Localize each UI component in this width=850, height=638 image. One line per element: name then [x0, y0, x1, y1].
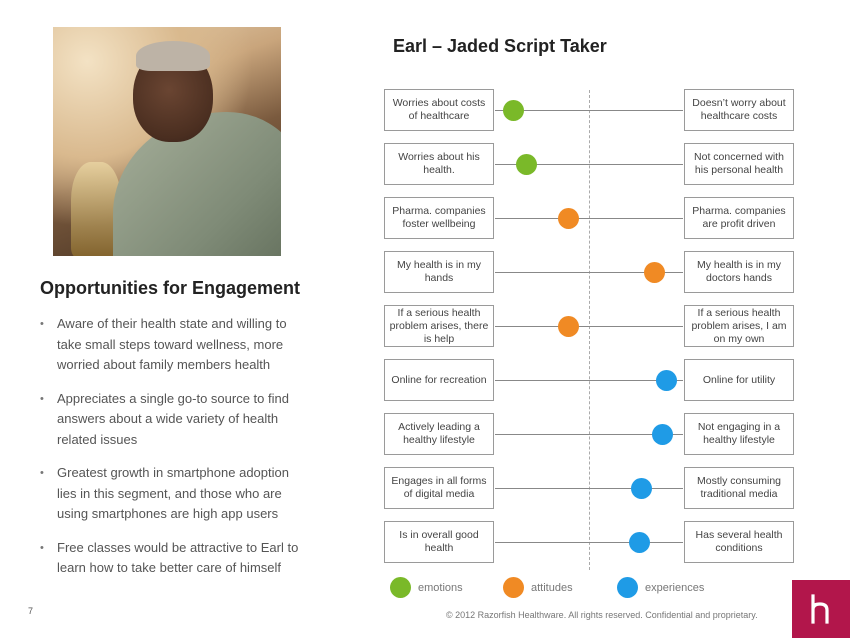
spectrum-right-label: Pharma. companies are profit driven [684, 197, 794, 239]
bullet-item: •Appreciates a single go-to source to fi… [40, 390, 289, 447]
spectrum-row: If a serious health problem arises, ther… [384, 305, 794, 349]
spectrum-right-label: Has several health conditions [684, 521, 794, 563]
legend-item-experiences: experiences [617, 577, 704, 598]
spectrum-row: Is in overall good health Has several hea… [384, 521, 794, 565]
page-number: 7 [28, 606, 34, 616]
spectrum-track [495, 164, 683, 165]
spectrum-track [495, 542, 683, 543]
section-title: Opportunities for Engagement [40, 278, 301, 298]
spectrum-row: My health is in my hands My health is in … [384, 251, 794, 295]
spectrum-right-label: Online for utility [684, 359, 794, 401]
spectrum-row: Worries about costs of healthcare Doesn’t… [384, 89, 794, 133]
spectrum-left-label: If a serious health problem arises, ther… [384, 305, 494, 347]
center-divider [589, 90, 590, 570]
copyright-footer: © 2012 Razorfish Healthware. All rights … [446, 610, 758, 620]
spectrum-track [495, 272, 683, 273]
spectrum-left-label: Engages in all forms of digital media [384, 467, 494, 509]
spectrum-track [495, 326, 683, 327]
spectrum-marker-experiences [655, 370, 677, 391]
spectrum-left-label: Actively leading a healthy lifestyle [384, 413, 494, 455]
legend-swatch-experiences [617, 577, 638, 598]
spectrum-marker-experiences [631, 478, 653, 499]
spectrum-track [495, 110, 683, 111]
spectrum-row: Online for recreation Online for utility [384, 359, 794, 403]
spectrum-marker-experiences [651, 424, 673, 445]
h-logo-icon [792, 580, 850, 638]
legend-item-emotions: emotions [390, 577, 463, 598]
spectrum-track [495, 434, 683, 435]
spectrum-track [495, 218, 683, 219]
spectrum-right-label: Not engaging in a healthy lifestyle [684, 413, 794, 455]
page-title: Earl – Jaded Script Taker [393, 36, 607, 56]
legend-swatch-emotions [390, 577, 411, 598]
spectrum-row: Worries about his health. Not concerned w… [384, 143, 794, 187]
spectrum-left-label: Worries about costs of healthcare [384, 89, 494, 131]
spectrum-right-label: Doesn’t worry about healthcare costs [684, 89, 794, 131]
spectrum-row: Actively leading a healthy lifestyle Not … [384, 413, 794, 457]
spectrum-right-label: Not concerned with his personal health [684, 143, 794, 185]
spectrum-track [495, 488, 683, 489]
spectrum-left-label: My health is in my hands [384, 251, 494, 293]
spectrum-marker-experiences [629, 532, 651, 553]
bullet-item: •Greatest growth in smartphone adoption … [40, 465, 289, 521]
spectrum-left-label: Is in overall good health [384, 521, 494, 563]
spectrum-left-label: Worries about his health. [384, 143, 494, 185]
spectrum-marker-emotions [516, 154, 538, 175]
bullet-item: •Free classes would be attractive to Ear… [40, 539, 299, 576]
spectrum-row: Pharma. companies foster wellbeing Pharma… [384, 197, 794, 241]
spectrum-marker-attitudes [557, 316, 579, 337]
legend-swatch-attitudes [503, 577, 524, 598]
bullet-item: •Aware of their health state and willing… [40, 316, 287, 372]
spectrum-right-label: Mostly consuming traditional media [684, 467, 794, 509]
persona-photo [53, 27, 281, 256]
spectrum-left-label: Pharma. companies foster wellbeing [384, 197, 494, 239]
spectrum-marker-attitudes [557, 208, 579, 229]
spectrum-track [495, 380, 683, 381]
spectrum-left-label: Online for recreation [384, 359, 494, 401]
spectrum-right-label: If a serious health problem arises, I am… [684, 305, 794, 347]
spectrum-right-label: My health is in my doctors hands [684, 251, 794, 293]
legend-item-attitudes: attitudes [503, 577, 573, 598]
spectrum-marker-emotions [503, 100, 525, 121]
spectrum-row: Engages in all forms of digital media Mos… [384, 467, 794, 511]
spectrum-marker-attitudes [644, 262, 666, 283]
bullet-list: •Aware of their health state and willing… [40, 314, 310, 592]
